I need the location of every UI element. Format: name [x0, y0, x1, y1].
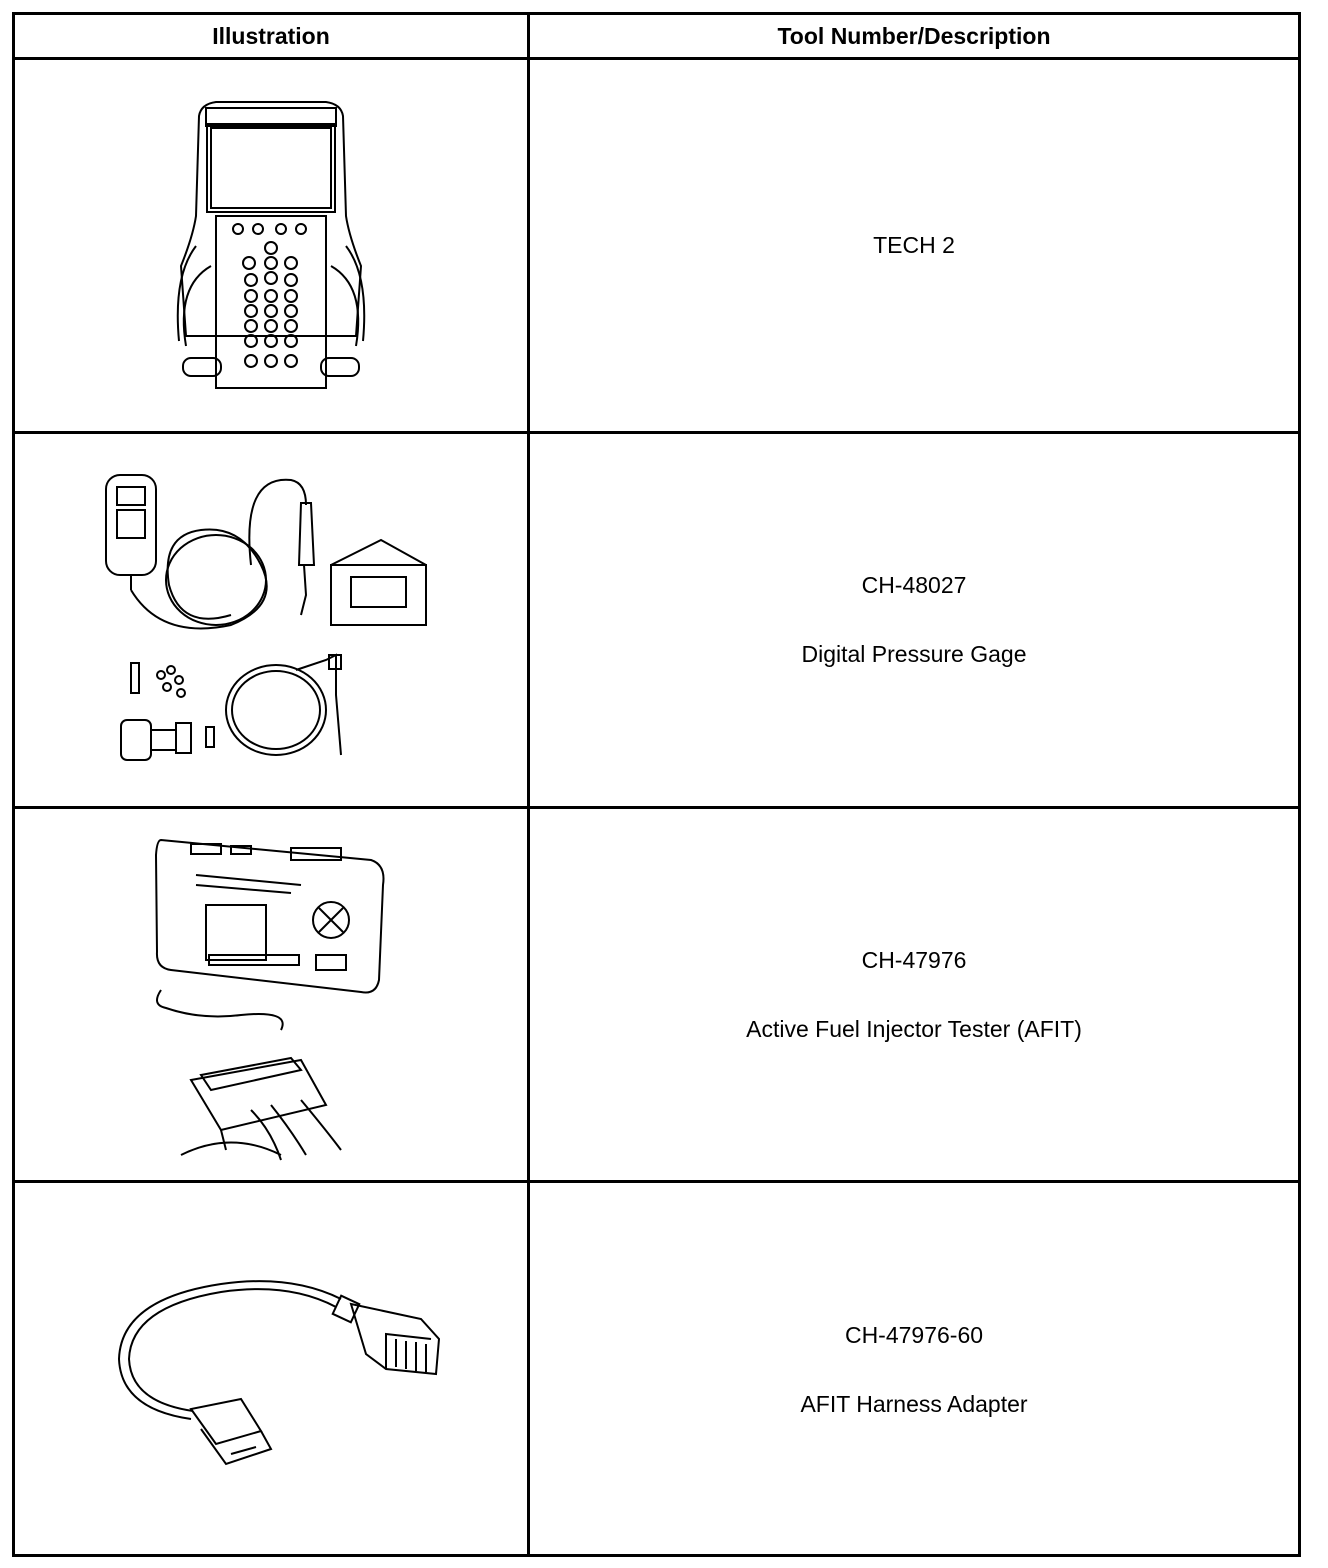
tool-number: TECH 2 — [873, 232, 955, 258]
tool-number: CH-47976-60 — [844, 1322, 984, 1348]
special-tools-table: Illustration Tool Number/Description TEC… — [12, 12, 1301, 1557]
harness-adapter-illustration — [15, 1183, 527, 1554]
tool-description: Active Fuel Injector Tester (AFIT) — [746, 1015, 1082, 1042]
header-tool-description: Tool Number/Description — [777, 22, 1051, 49]
tool-description: Digital Pressure Gage — [801, 641, 1027, 667]
column-divider — [527, 15, 530, 1554]
row-divider — [15, 1180, 1298, 1183]
header-divider — [15, 57, 1298, 60]
pressure-gage-illustration — [15, 434, 527, 806]
row-divider — [15, 806, 1298, 809]
tool-cell-ch-48027: CH-48027 Digital Pressure Gage — [530, 434, 1298, 806]
tool-description: AFIT Harness Adapter — [800, 1391, 1028, 1417]
tech2-illustration — [15, 60, 527, 431]
afit-illustration — [15, 809, 527, 1180]
tool-cell-ch-47976: CH-47976 Active Fuel Injector Tester (AF… — [530, 809, 1298, 1180]
tool-number: CH-47976 — [861, 946, 967, 973]
header-illustration: Illustration — [212, 22, 330, 49]
row-divider — [15, 431, 1298, 434]
tool-cell-ch-47976-60: CH-47976-60 AFIT Harness Adapter — [530, 1183, 1298, 1557]
tool-number: CH-48027 — [861, 572, 967, 598]
tool-cell-tech2: TECH 2 — [530, 60, 1298, 431]
